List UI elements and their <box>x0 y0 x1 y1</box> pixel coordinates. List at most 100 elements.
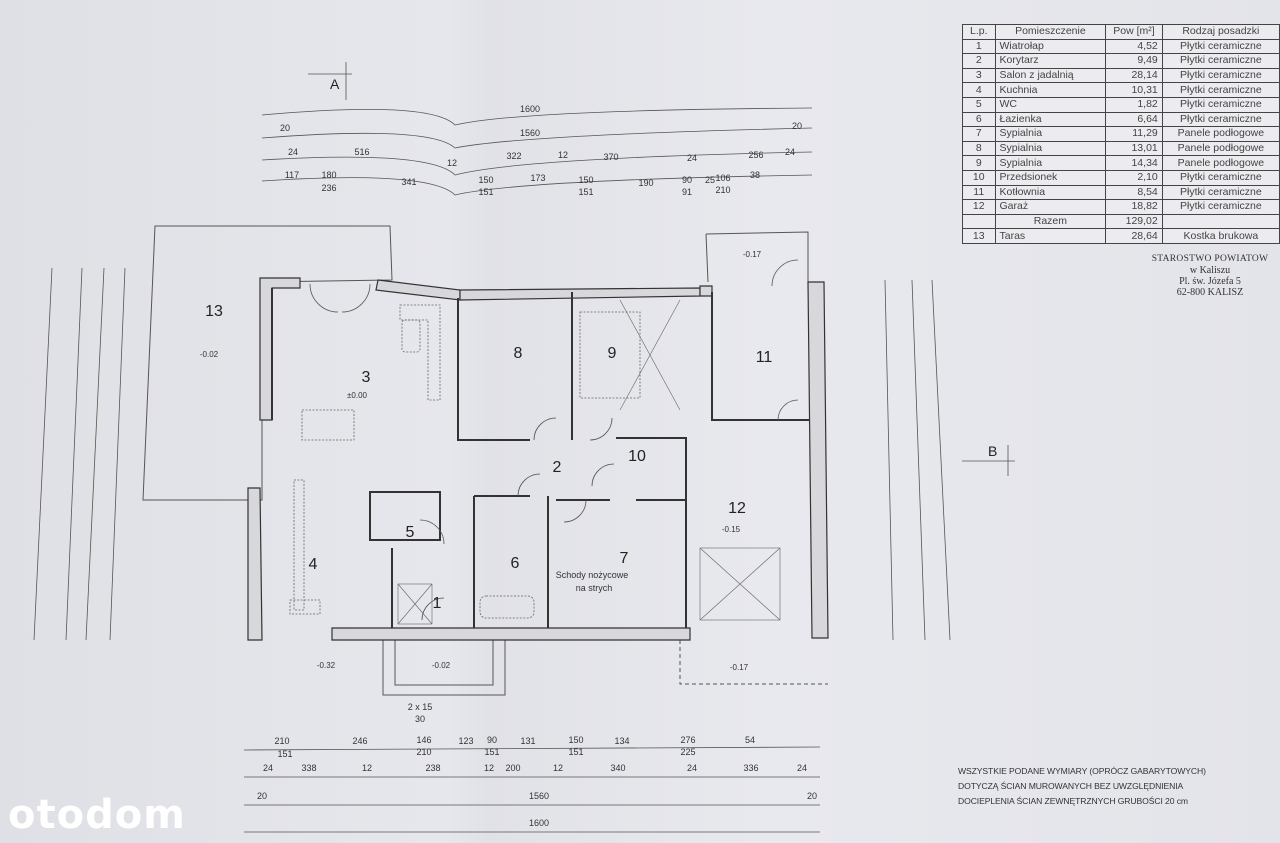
dimension-label: 24 <box>687 153 697 163</box>
dimension-label: 38 <box>750 170 760 180</box>
dimension-note: WSZYSTKIE PODANE WYMIARY (OPRÓCZ GABARYT… <box>958 764 1206 809</box>
cell-lp: 13 <box>962 228 996 244</box>
dimension-label: 1600 <box>520 104 540 114</box>
room-number-label: 8 <box>514 345 523 362</box>
dimension-label: 24 <box>687 763 697 773</box>
cell-lp: 5 <box>962 96 996 113</box>
dimension-label: 1560 <box>529 791 549 801</box>
dimension-label: 256 <box>748 150 763 160</box>
cell-floor: Płytki ceramiczne <box>1161 38 1280 55</box>
stamp-line-1: w Kaliszu <box>1189 265 1231 276</box>
cell-area: 2,10 <box>1105 169 1163 186</box>
level-mark: -0.02 <box>432 661 451 670</box>
level-mark: -0.32 <box>317 661 336 670</box>
dimension-label: 151 <box>478 187 493 197</box>
col-floor: Rodzaj posadzki <box>1161 24 1280 40</box>
dimension-label: 117 <box>285 170 299 180</box>
dimension-label: 151 <box>484 747 499 757</box>
cell-area: 11,29 <box>1105 126 1163 142</box>
note-line-3: DOCIEPLENIA ŚCIAN ZEWNĘTRZNYCH GRUBOŚCI … <box>958 796 1188 806</box>
cell-lp: 1 <box>962 38 996 55</box>
cell-room: Sypialnia <box>994 126 1107 142</box>
dimension-label: 246 <box>352 736 367 746</box>
room-area-table: L.p. Pomieszczenie Pow [m²] Rodzaj posad… <box>962 24 1280 244</box>
cell-lp: 9 <box>962 155 996 171</box>
stamp-line-0: STAROSTWO POWIATOW <box>1151 254 1269 264</box>
dimension-label: 236 <box>321 183 336 193</box>
cell-floor: Panele podłogowe <box>1161 155 1280 171</box>
col-area: Pow [m²] <box>1105 24 1163 40</box>
cell-area: 28,14 <box>1105 67 1163 84</box>
dimension-label: 370 <box>603 152 618 162</box>
dimension-label: 151 <box>568 747 583 757</box>
cell-room: Sypialnia <box>994 140 1107 157</box>
cell-area: 13,01 <box>1105 140 1163 157</box>
section-mark-a: A <box>330 76 340 92</box>
room-number-label: 5 <box>406 524 415 541</box>
cell-room: Garaż <box>994 199 1107 215</box>
cell-lp: 12 <box>962 199 996 215</box>
room-number-label: 6 <box>511 555 520 572</box>
cell-room: Salon z jadalnią <box>994 67 1107 84</box>
dimension-label: 12 <box>558 150 568 160</box>
dimension-label: 210 <box>274 736 289 746</box>
level-mark: -0.02 <box>200 350 219 359</box>
dimension-label: 210 <box>416 747 431 757</box>
cell-room: Razem <box>994 213 1107 230</box>
note-line-1: WSZYSTKIE PODANE WYMIARY (OPRÓCZ GABARYT… <box>958 766 1206 776</box>
level-mark: -0.17 <box>730 663 749 672</box>
cell-area: 10,31 <box>1105 82 1163 98</box>
dimension-label: 338 <box>301 763 316 773</box>
section-mark-b: B <box>988 443 998 459</box>
cell-room: Korytarz <box>994 53 1107 69</box>
dimension-label: 238 <box>425 763 440 773</box>
cell-lp: 4 <box>962 82 996 98</box>
dimension-label: 24 <box>797 763 807 773</box>
cell-area: 6,64 <box>1105 111 1163 128</box>
dimension-label: 151 <box>277 749 292 759</box>
room-number-label: 4 <box>309 556 318 573</box>
dimension-label: 340 <box>610 763 625 773</box>
cell-room: Kotłownia <box>994 184 1107 201</box>
dimension-label: 341 <box>401 177 416 187</box>
cell-floor: Panele podłogowe <box>1161 140 1280 157</box>
cell-floor: Kostka brukowa <box>1161 228 1280 244</box>
otodom-watermark-logo: otodom <box>8 792 186 838</box>
dimension-label: 91 <box>682 187 692 197</box>
cell-floor: Płytki ceramiczne <box>1161 67 1280 84</box>
dimension-label: 150 <box>578 175 593 185</box>
dimension-label: 54 <box>745 735 755 745</box>
cell-lp: 10 <box>962 169 996 186</box>
dimension-label: 90 <box>682 175 692 185</box>
cell-area: 1,82 <box>1105 96 1163 113</box>
table-header-row: L.p. Pomieszczenie Pow [m²] Rodzaj posad… <box>962 24 1280 40</box>
cell-floor: Płytki ceramiczne <box>1161 111 1280 128</box>
dimension-label: 24 <box>263 763 273 773</box>
level-mark: ±0.00 <box>347 391 368 400</box>
dimension-label: 1600 <box>529 818 549 828</box>
dimension-label: 516 <box>354 147 369 157</box>
cell-room: Sypialnia <box>994 155 1107 171</box>
cell-floor: Płytki ceramiczne <box>1161 169 1280 186</box>
dimension-label: 20 <box>807 791 817 801</box>
dimension-label: 25 <box>705 175 715 185</box>
stamp-line-2: Pl. św. Józefa 5 <box>1179 276 1241 287</box>
col-room: Pomieszczenie <box>994 24 1107 40</box>
level-mark: -0.15 <box>722 525 741 534</box>
authority-stamp: STAROSTWO POWIATOW w Kaliszu Pl. św. Józ… <box>1140 254 1280 298</box>
cell-lp <box>962 213 996 230</box>
cell-floor: Płytki ceramiczne <box>1161 96 1280 113</box>
dimension-label: 24 <box>785 147 795 157</box>
cell-room: Przedsionek <box>994 169 1107 186</box>
dimension-label: 336 <box>743 763 758 773</box>
dimension-label: 131 <box>520 736 535 746</box>
cell-floor: Płytki ceramiczne <box>1161 199 1280 215</box>
